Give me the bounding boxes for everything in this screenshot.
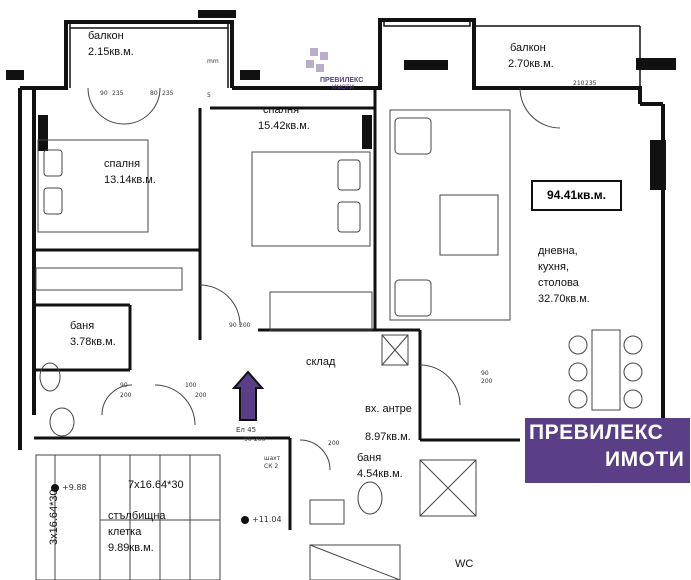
dim-9: 210 xyxy=(573,80,585,87)
living-line2: кухня, xyxy=(538,261,570,273)
furniture xyxy=(35,109,643,525)
balcony-left-area: 2.15кв.м. xyxy=(88,46,134,58)
entrance-area: 8.97кв.м. xyxy=(365,431,411,443)
bedroom-center-name: спалня xyxy=(263,104,300,116)
bedroom-left-area: 13.14кв.м. xyxy=(104,174,156,186)
wc-name: WC xyxy=(455,558,474,570)
door-swings xyxy=(87,87,561,471)
living-area: 32.70кв.м. xyxy=(538,293,590,305)
dim-11: 90 xyxy=(481,370,489,377)
balcony-right-area: 2.70кв.м. xyxy=(508,58,554,70)
living-line1: дневна, xyxy=(538,245,578,257)
level-upper: +9.88 xyxy=(62,483,87,492)
watermark: ПРЕВИЛЕКС ИМОТИ xyxy=(296,44,366,94)
dim-5: mm xyxy=(207,58,219,65)
brand-logo-line2: ИМОТИ xyxy=(605,448,685,471)
stairwell-line1: стълбищна xyxy=(108,510,166,522)
dim-10: 235 xyxy=(585,80,597,87)
level-lower: +11.04 xyxy=(252,515,282,524)
balcony-right-name: балкон xyxy=(510,42,546,54)
bedroom-center-area: 15.42кв.м. xyxy=(258,120,310,132)
brand-logo-line1: ПРЕВИЛЕКС xyxy=(529,421,664,444)
dim-8: 200 xyxy=(239,322,251,329)
meter-shaft: шахт xyxy=(264,455,281,462)
stair-treads xyxy=(35,454,401,580)
dim-3: 80 xyxy=(150,90,158,97)
storage-name: склад xyxy=(306,356,336,368)
stair-spec-vertical: 3x16.64*30 xyxy=(48,489,60,545)
brand-logo: ПРЕВИЛЕКС ИМОТИ xyxy=(525,418,690,483)
entrance-name: вх. антре xyxy=(365,403,412,415)
watermark-line2: ИМОТИ xyxy=(332,85,354,91)
bathroom-left-area: 3.78кв.м. xyxy=(70,336,116,348)
dim-14: 200 xyxy=(120,392,132,399)
dim-15: 100 xyxy=(185,382,197,389)
living-line3: столова xyxy=(538,277,579,289)
dim-16: 200 xyxy=(195,392,207,399)
dim-6: 5 xyxy=(207,92,211,99)
dim-12: 200 xyxy=(481,378,493,385)
meter-el: Ел 45 xyxy=(236,426,257,434)
dim-13: 90 xyxy=(120,382,128,389)
windows xyxy=(6,10,676,190)
entry-arrow xyxy=(231,370,265,421)
interior-walls xyxy=(34,88,520,530)
level-markers xyxy=(51,484,249,524)
dim-17: 90 xyxy=(244,436,252,443)
watermark-line1: ПРЕВИЛЕКС xyxy=(320,77,364,84)
balcony-left-name: балкон xyxy=(88,30,124,42)
stairwell-line2: клетка xyxy=(108,526,142,538)
bedroom-left-name: спалня xyxy=(104,158,141,170)
dim-1: 90 xyxy=(100,90,108,97)
dim-19: 200 xyxy=(328,440,340,447)
total-area-badge: 94.41кв.м. xyxy=(531,180,622,211)
dim-4: 235 xyxy=(162,90,174,97)
bathroom-center-name: баня xyxy=(357,452,382,464)
watermark-cubes xyxy=(306,48,328,72)
stairwell-area: 9.89кв.м. xyxy=(108,542,154,554)
bathroom-center-area: 4.54кв.м. xyxy=(357,468,403,480)
dim-18: 200 xyxy=(254,436,266,443)
bathroom-left-name: баня xyxy=(70,320,95,332)
meter-shaft-2: СК 2 xyxy=(264,463,279,470)
dim-2: 235 xyxy=(112,90,124,97)
stair-spec: 7x16.64*30 xyxy=(128,479,184,491)
balcony-rails xyxy=(69,19,641,88)
dim-7: 90 xyxy=(229,322,237,329)
